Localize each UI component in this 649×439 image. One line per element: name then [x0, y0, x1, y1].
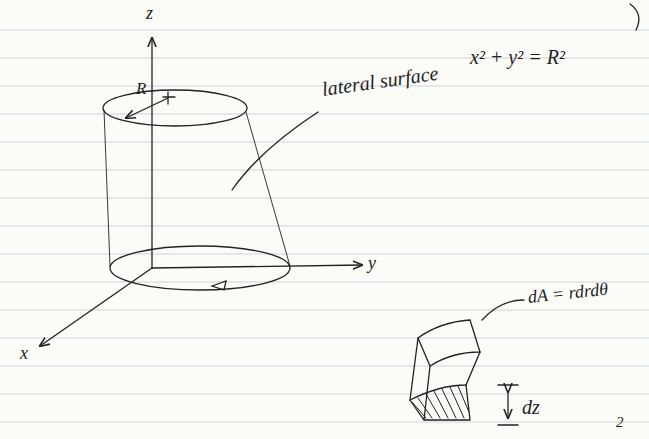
top-ellipse	[103, 90, 247, 126]
z-axis	[151, 38, 152, 268]
center-tick	[167, 92, 168, 104]
sketch-label: dA = rdrdθ	[527, 280, 609, 308]
dim-tick	[498, 424, 518, 425]
dim-tick	[498, 384, 518, 385]
sketch-label: dz	[522, 396, 540, 418]
corner-mark	[630, 4, 639, 30]
sketch-label: R	[136, 80, 146, 99]
direction-arrow	[212, 281, 226, 290]
x-axis	[40, 268, 152, 346]
sketch-label: x	[20, 344, 28, 364]
cylinder-side	[104, 110, 110, 266]
cylinder-side	[246, 112, 290, 266]
leader-line	[482, 300, 524, 320]
volume-top	[418, 320, 480, 366]
sketch-label: y	[368, 254, 376, 274]
volume-edge	[410, 366, 470, 420]
leader-line	[232, 112, 318, 190]
bottom-ellipse	[110, 246, 290, 290]
radius-arrow	[126, 98, 168, 118]
hatching	[412, 386, 469, 418]
y-axis	[152, 265, 362, 268]
center-tick	[163, 96, 175, 97]
paper-lines	[0, 30, 649, 422]
sketch-label: z	[146, 4, 153, 24]
dim-arrow	[507, 392, 508, 418]
sketch-label: 2	[616, 414, 624, 431]
volume-side	[410, 338, 480, 400]
sketch-label: lateral surface	[320, 62, 439, 100]
sketch-label: x² + y² = R²	[470, 46, 565, 68]
cylinder-drawing	[40, 4, 639, 425]
